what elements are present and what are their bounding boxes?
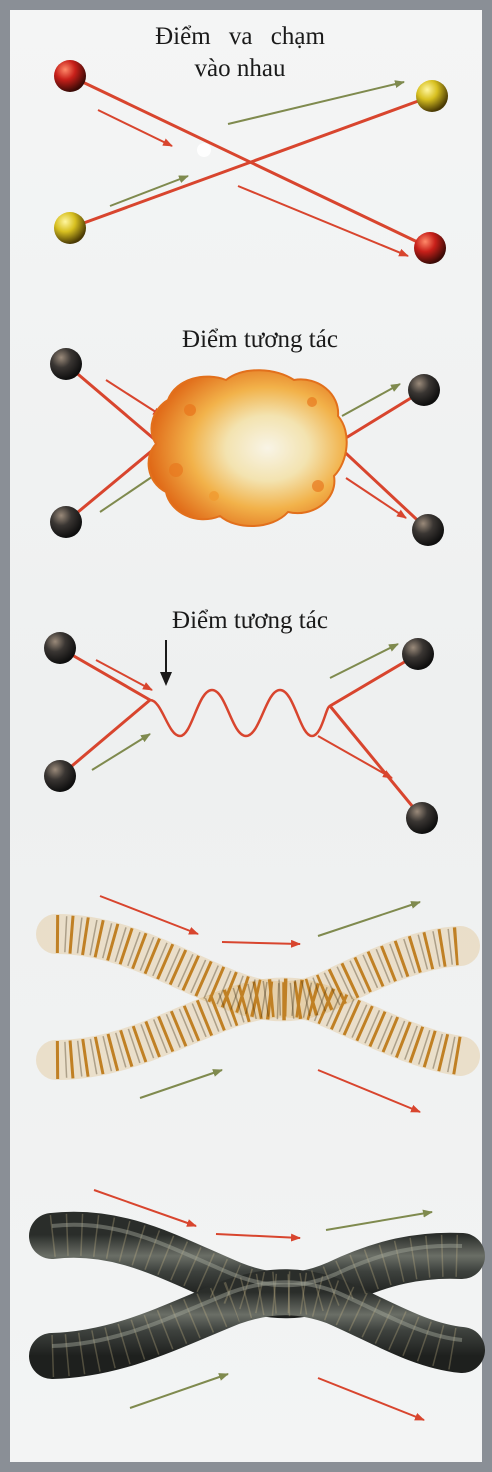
yellow-particle	[416, 80, 448, 112]
red-arrow	[318, 1378, 424, 1420]
dark-particle	[50, 506, 82, 538]
trajectory-line	[336, 444, 428, 530]
trajectory-line	[66, 444, 160, 522]
cloud-speckle	[312, 480, 324, 492]
red-arrow	[106, 380, 162, 416]
red-arrow	[222, 942, 300, 944]
interaction-point-label: Điểm tương tác	[130, 325, 390, 355]
red-arrow	[318, 736, 392, 778]
dark-particle	[44, 760, 76, 792]
panel-spring-strings	[56, 896, 460, 1112]
cloud-speckle	[307, 397, 317, 407]
interaction-cloud	[149, 370, 347, 526]
dark-particle	[406, 802, 438, 834]
cloud-speckle	[184, 404, 196, 416]
trajectory-line	[60, 700, 150, 776]
panel-cloud-interaction	[50, 348, 444, 546]
red-arrow	[318, 1070, 420, 1112]
dark-particle	[408, 374, 440, 406]
trajectory-line	[330, 706, 422, 818]
collision-point-label-line2: vào nhau	[110, 54, 370, 84]
dark-particle	[50, 348, 82, 380]
green-arrow	[318, 902, 420, 936]
red-arrow	[216, 1234, 300, 1238]
green-arrow	[228, 82, 404, 124]
yellow-particle	[54, 212, 86, 244]
cloud-speckle	[209, 491, 219, 501]
red-particle	[414, 232, 446, 264]
trajectory-line	[70, 96, 432, 228]
panel-tube-strings	[52, 1190, 462, 1420]
panel-collision	[54, 60, 448, 264]
collision-point-label: Điểm va chạm	[110, 22, 370, 52]
green-arrow	[130, 1374, 228, 1408]
red-arrow	[98, 110, 172, 146]
dark-particle	[412, 514, 444, 546]
green-arrow	[140, 1070, 222, 1098]
interaction-pointer-head	[160, 672, 172, 686]
wave-propagator	[150, 690, 330, 736]
panel-wave-interaction	[44, 632, 438, 834]
interaction-point-label: Điểm tương tác	[120, 606, 380, 636]
cloud-speckle	[169, 463, 183, 477]
trajectory-line	[66, 364, 160, 444]
red-arrow	[346, 478, 406, 518]
collision-point	[197, 143, 211, 157]
green-arrow	[110, 176, 188, 206]
red-particle	[54, 60, 86, 92]
green-arrow	[92, 734, 150, 770]
green-arrow	[326, 1212, 432, 1230]
dark-particle	[44, 632, 76, 664]
dark-particle	[402, 638, 434, 670]
